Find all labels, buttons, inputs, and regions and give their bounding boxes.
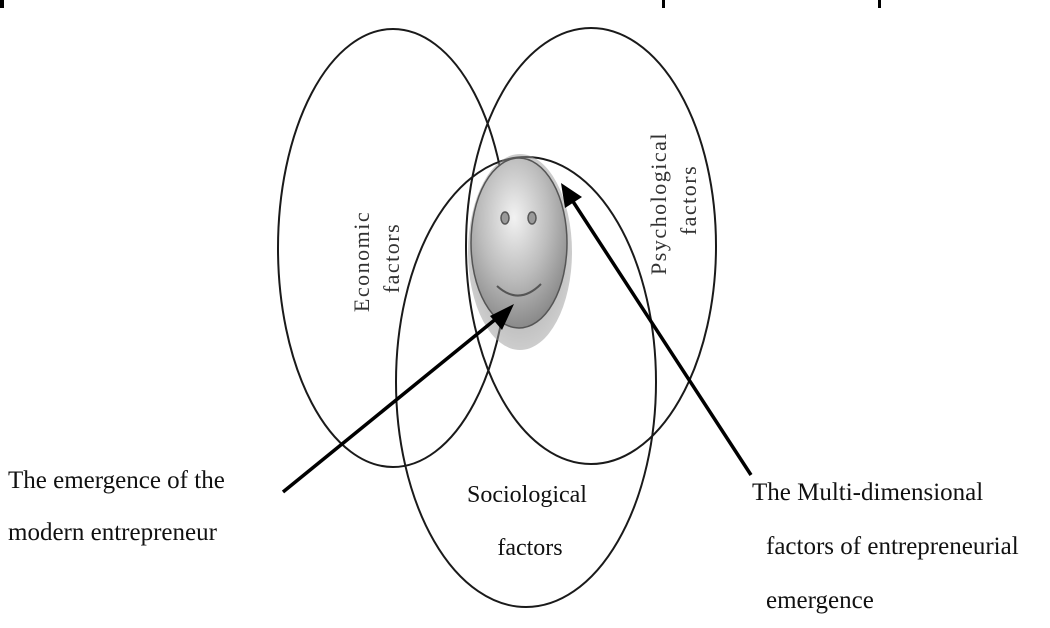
edge-mark [0, 0, 4, 8]
multidimensional-caption-line2: factors of entrepreneurial [766, 533, 1019, 560]
smiley-mouth-icon [496, 283, 542, 297]
multidimensional-caption-line1: The Multi-dimensional [752, 479, 983, 506]
sociological-label-line1: Sociological [467, 482, 587, 508]
psychological-label-line1: Psychological [646, 132, 671, 275]
edge-mark [878, 0, 881, 8]
smiley-face-icon [468, 154, 572, 350]
emergence-caption: The emergence of the modern entrepreneur [8, 467, 231, 546]
emergence-caption-line2: modern entrepreneur [8, 519, 218, 546]
smiley-eye-icon [527, 211, 537, 225]
sociological-factors-label: Sociological factors [467, 482, 593, 561]
smiley-eye-icon [500, 211, 510, 225]
psychological-label-line2: factors [676, 165, 701, 235]
economic-label-line1: Economic [349, 211, 374, 312]
economic-factors-label: Economic factors [349, 204, 404, 312]
sociological-label-line2: factors [497, 535, 562, 561]
edge-mark [662, 0, 665, 8]
multidimensional-caption-line3: emergence [766, 587, 874, 614]
emergence-caption-line1: The emergence of the [8, 467, 225, 494]
psychological-factors-circle [465, 27, 717, 465]
multidimensional-arrow [561, 183, 753, 476]
psychological-factors-label: Psychological factors [646, 125, 701, 275]
multidimensional-caption: The Multi-dimensional factors of entrepr… [752, 479, 1025, 614]
economic-label-line2: factors [379, 223, 404, 293]
emergence-arrow [281, 304, 514, 494]
